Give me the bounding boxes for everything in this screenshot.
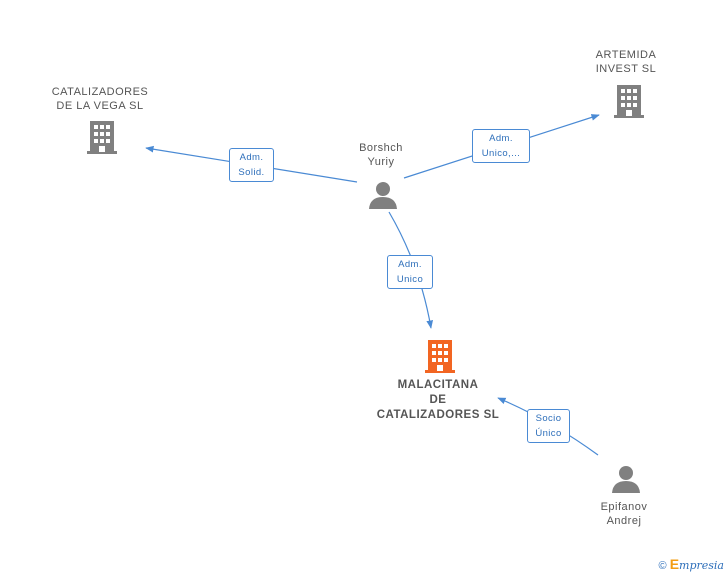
node-label-epifanov: Epifanov Andrej <box>600 501 648 527</box>
brand-initial: E <box>669 556 680 572</box>
building-icon[interactable] <box>424 338 456 374</box>
edge-label-adm-unico-artemida[interactable]: Adm. Unico,... <box>472 129 530 163</box>
brand-name: mpresia <box>679 559 724 572</box>
building-icon[interactable] <box>613 83 645 119</box>
node-label-artemida: ARTEMIDA INVEST SL <box>595 49 657 75</box>
edge-label-adm-unico-malacitana[interactable]: Adm. Unico <box>387 255 433 289</box>
building-icon[interactable] <box>86 119 118 155</box>
copyright-symbol: © <box>658 560 667 572</box>
edge-label-socio-unico[interactable]: Socio Único <box>527 409 570 443</box>
node-label-malacitana: MALACITANA DE CATALIZADORES SL <box>376 379 500 421</box>
node-label-catalizadores-vega: CATALIZADORES DE LA VEGA SL <box>51 86 149 112</box>
node-label-borshch: Borshch Yuriy <box>359 142 403 168</box>
footer-brand: © Empresia <box>659 556 724 572</box>
edge-label-adm-solid[interactable]: Adm. Solid. <box>229 148 274 182</box>
person-icon[interactable] <box>611 464 641 494</box>
person-icon[interactable] <box>368 180 398 210</box>
